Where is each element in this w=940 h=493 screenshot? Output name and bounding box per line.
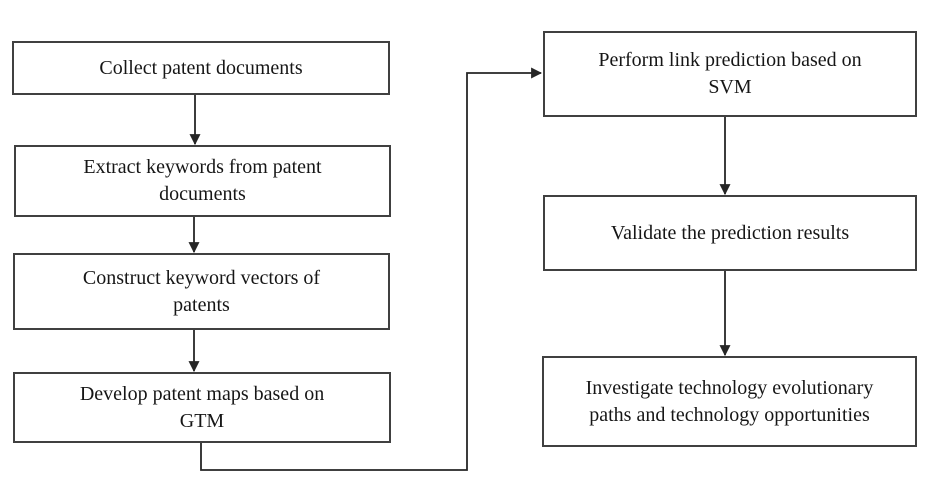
flow-node-validate-prediction-results: Validate the prediction results [543, 195, 917, 271]
flow-node-develop-patent-maps-gtm: Develop patent maps based on GTM [13, 372, 391, 443]
flow-node-link-prediction-svm: Perform link prediction based on SVM [543, 31, 917, 117]
connector-develop-to-predict [200, 67, 543, 471]
flow-node-collect-patent-documents: Collect patent documents [12, 41, 390, 95]
flow-node-construct-keyword-vectors: Construct keyword vectors of patents [13, 253, 390, 330]
flow-node-investigate-tech-paths: Investigate technology evolutionary path… [542, 356, 917, 447]
flow-node-extract-keywords: Extract keywords from patent documents [14, 145, 391, 217]
